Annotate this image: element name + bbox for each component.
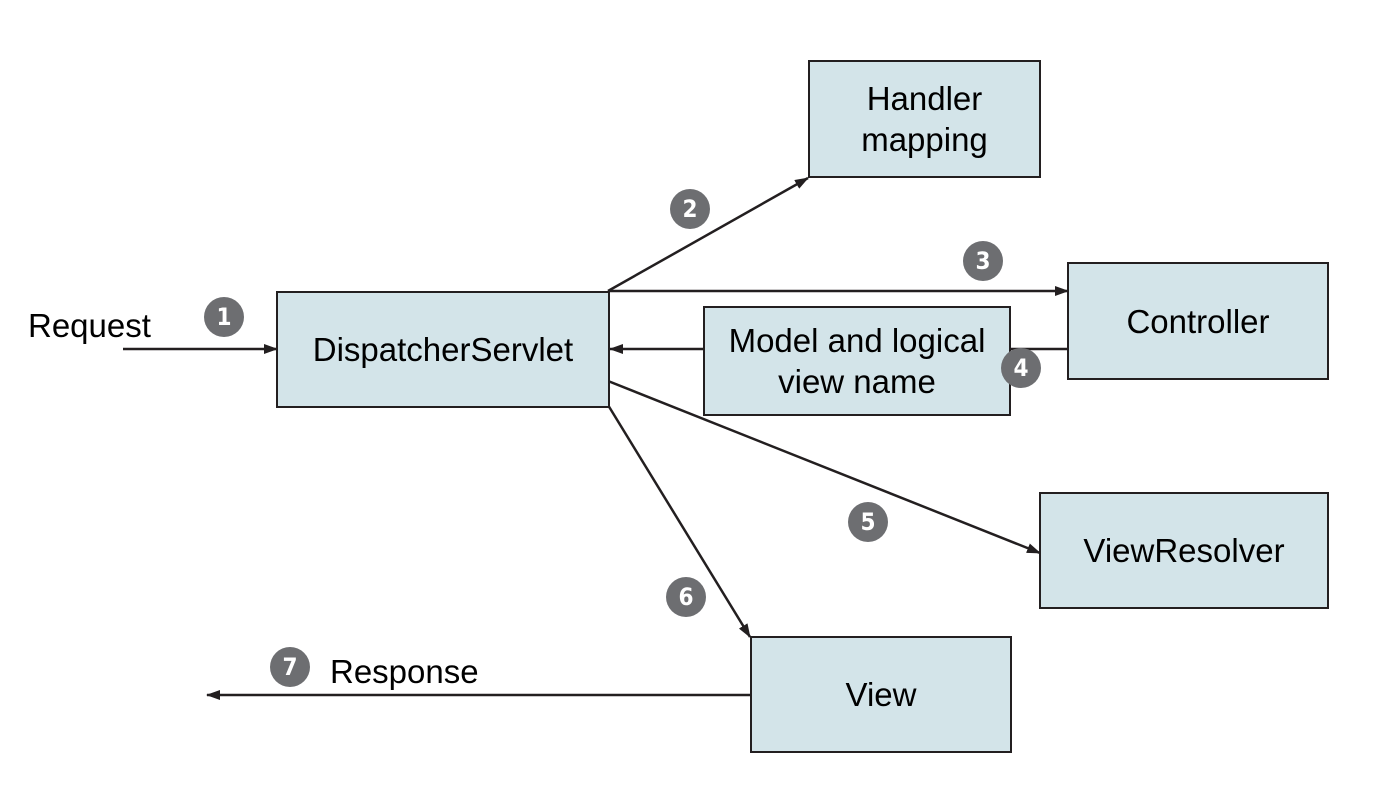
handler-mapping-label: Handler mapping [861, 78, 988, 160]
response-label: Response [330, 653, 479, 690]
view-resolver-label: ViewResolver [1083, 532, 1285, 569]
step-2-number: 2 [682, 195, 698, 223]
step-3-number: 3 [975, 247, 991, 275]
step-1-badge: 1 [204, 297, 244, 337]
step-7-badge: 7 [270, 647, 310, 687]
step-4-badge: 4 [1001, 348, 1041, 388]
view-box: View [750, 636, 1012, 753]
step-5-badge: 5 [848, 502, 888, 542]
step-5-number: 5 [860, 508, 876, 536]
controller-label: Controller [1126, 302, 1270, 340]
step-4-number: 4 [1013, 354, 1029, 382]
arrow-dispatcher-to-viewresolver [607, 379, 1041, 555]
step-6-number: 6 [678, 583, 694, 611]
arrow-dispatcher-to-view [606, 404, 752, 638]
step-3-badge: 3 [963, 241, 1003, 281]
dispatcher-servlet-box: DispatcherServlet [276, 291, 610, 408]
request-label: Request [28, 307, 151, 344]
handler-mapping-box: Handler mapping [808, 60, 1041, 178]
handler-mapping-line2: mapping [861, 121, 988, 158]
model-view-name-label: Model and logical view name [729, 320, 986, 402]
handler-mapping-line1: Handler [866, 80, 983, 117]
controller-box: Controller [1067, 262, 1329, 380]
model-view-name-line2: view name [778, 363, 936, 400]
view-resolver-box: ViewResolver [1039, 492, 1329, 609]
view-label: View [845, 676, 917, 713]
step-1-number: 1 [216, 303, 232, 331]
model-view-name-box: Model and logical view name [703, 306, 1011, 416]
dispatcher-servlet-label: DispatcherServlet [312, 331, 574, 368]
step-2-badge: 2 [670, 189, 710, 229]
arrow-dispatcher-to-handler-mapping [607, 176, 809, 293]
step-6-badge: 6 [666, 577, 706, 617]
model-view-name-line1: Model and logical [728, 322, 986, 359]
step-7-number: 7 [282, 653, 298, 681]
